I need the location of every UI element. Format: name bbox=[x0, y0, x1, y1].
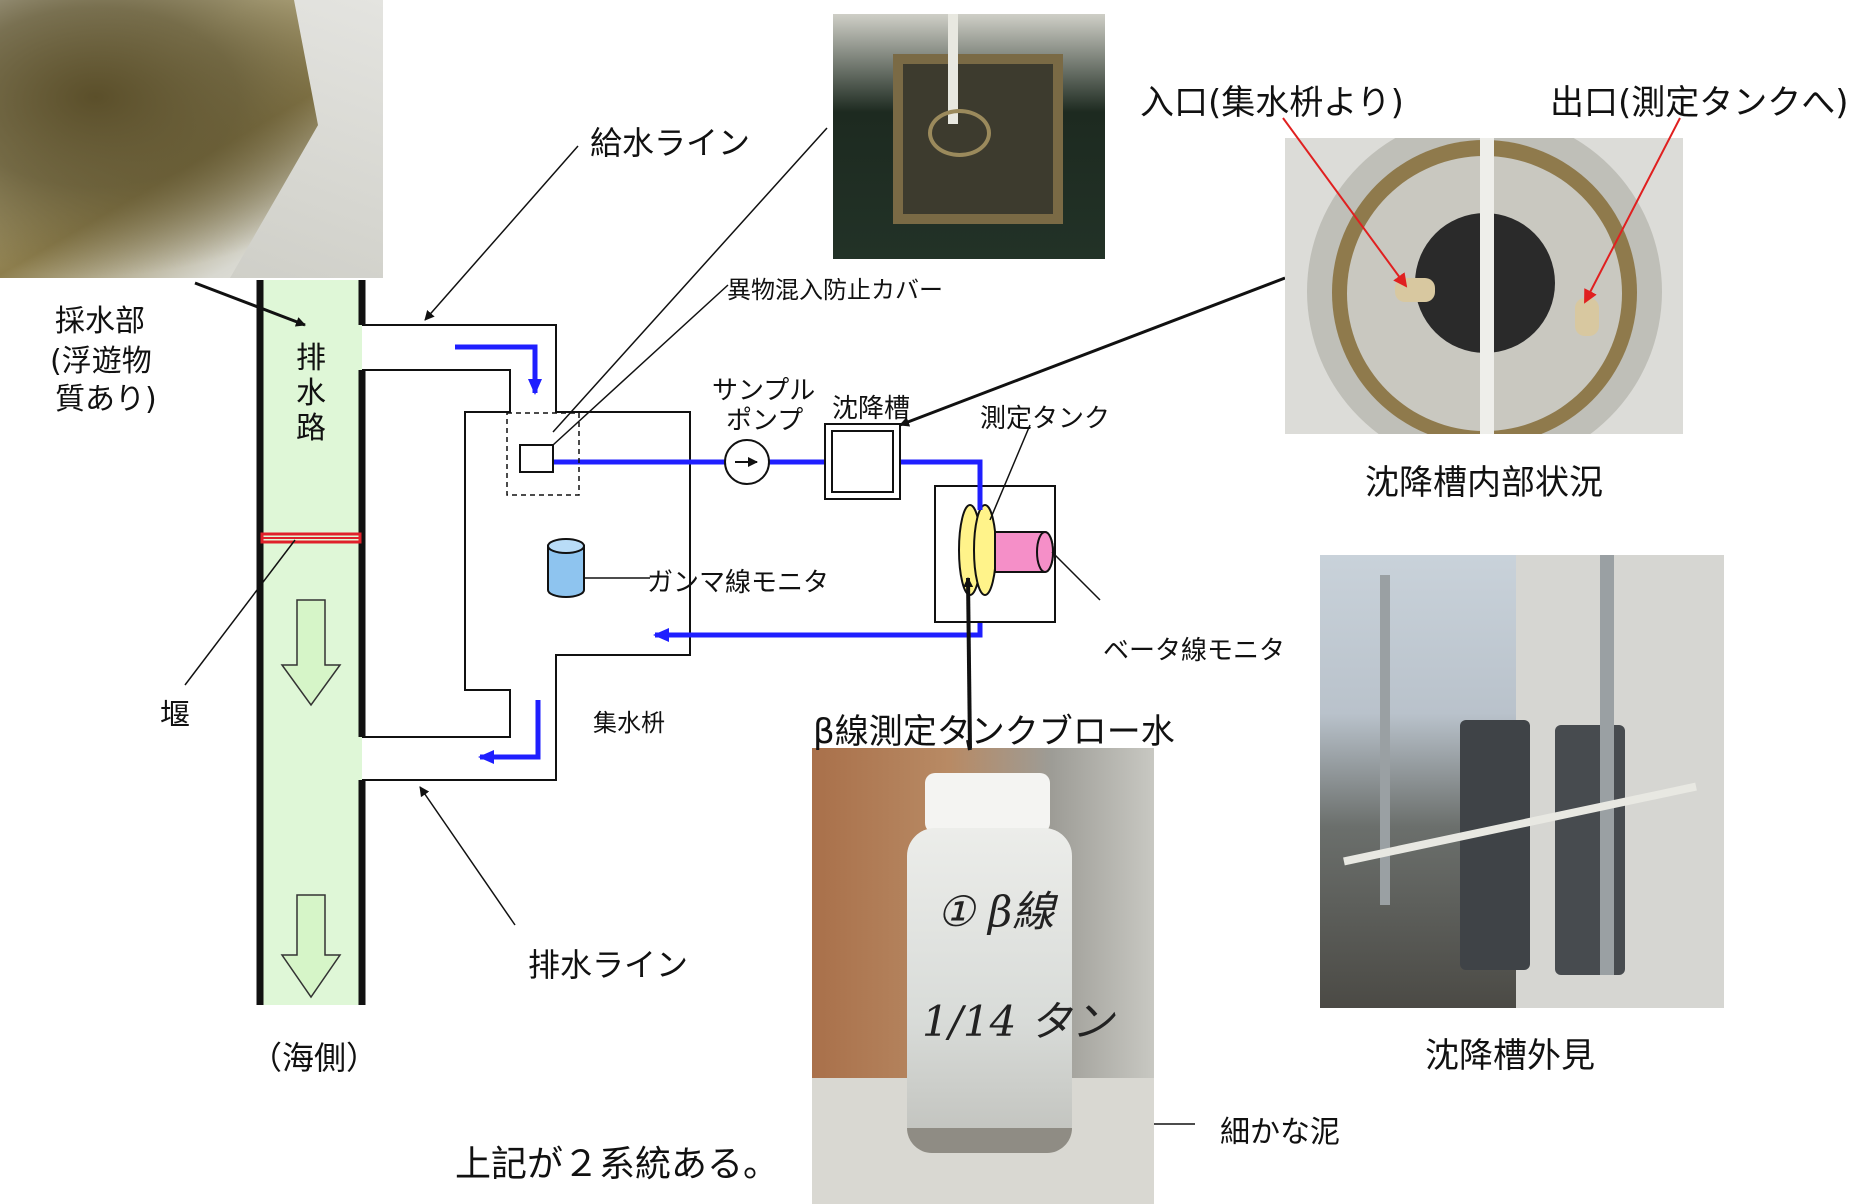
channel-flow-arrow-1 bbox=[280, 599, 342, 707]
channel-flow-arrow-2 bbox=[280, 894, 342, 999]
supply-line-label: 給水ライン bbox=[590, 124, 751, 162]
settling-tank bbox=[824, 423, 901, 500]
measure-tank-leader bbox=[989, 424, 1031, 521]
sea-side-label: （海側） bbox=[250, 1039, 379, 1077]
settling-inside-photo bbox=[1285, 138, 1683, 434]
outlet-label: 出口(測定タンクへ) bbox=[1550, 83, 1849, 123]
settling-photo-leader bbox=[899, 276, 1286, 427]
sampling-note-2: 質あり) bbox=[55, 382, 157, 417]
cover-label: 異物混入防止カバー bbox=[727, 276, 943, 304]
gamma-monitor-top bbox=[547, 538, 585, 554]
blow-water-leader bbox=[963, 577, 974, 751]
gamma-monitor bbox=[547, 545, 585, 598]
measure-tank-label: 測定タンク bbox=[980, 404, 1111, 434]
drain-channel-char-2: 水 bbox=[296, 376, 326, 411]
cover-leader-1 bbox=[552, 127, 828, 433]
sampling-photo bbox=[0, 0, 383, 278]
beta-blow-water-label: β線測定タンクブロー水 bbox=[813, 712, 1175, 752]
weir-label: 堰 bbox=[160, 698, 190, 733]
drain-line-label: 排水ライン bbox=[528, 946, 689, 984]
fine-mud-label: 細かな泥 bbox=[1220, 1115, 1340, 1150]
collection-pit-label: 集水枡 bbox=[593, 709, 665, 737]
intake-box bbox=[519, 444, 554, 473]
drain-channel-char-1: 排 bbox=[296, 341, 326, 376]
settling-tank-inner bbox=[831, 430, 894, 493]
cover-leader-2 bbox=[552, 284, 729, 446]
inlet-label: 入口(集水枡より) bbox=[1140, 83, 1404, 123]
two-systems-label: 上記が２系統ある。 bbox=[455, 1144, 780, 1185]
supply-flow bbox=[455, 344, 542, 395]
weir-leader bbox=[184, 539, 296, 686]
gamma-monitor-label: ガンマ線モニタ bbox=[647, 568, 830, 598]
sampling-note-1: (浮遊物 bbox=[50, 344, 152, 379]
inlet-pointer bbox=[1282, 117, 1408, 288]
drain-flow bbox=[478, 700, 541, 764]
supply-pipe-outline-top bbox=[362, 324, 691, 781]
sampling-leader bbox=[194, 281, 306, 327]
drain-channel-char-3: 路 bbox=[296, 411, 326, 446]
bottle-photo: ① β線 1/14 タン bbox=[812, 748, 1154, 1204]
outlet-pointer bbox=[1584, 117, 1681, 304]
bottle-handwriting-2: 1/14 タン bbox=[922, 997, 1114, 1046]
settling-tank-label: 沈降槽 bbox=[832, 394, 911, 424]
supply-line-leader bbox=[424, 145, 579, 321]
drain-line-leader bbox=[419, 786, 516, 926]
beta-monitor-label: ベータ線モニタ bbox=[1103, 636, 1286, 666]
pipe-inner-outline bbox=[362, 369, 511, 738]
beta-monitor-leader bbox=[1051, 551, 1101, 601]
blow-water-pointer-over-photo bbox=[966, 739, 972, 751]
settling-outside-caption: 沈降槽外見 bbox=[1425, 1036, 1595, 1076]
sample-pump-label-1: サンプル bbox=[712, 376, 816, 406]
settling-inside-caption: 沈降槽内部状況 bbox=[1365, 463, 1603, 503]
cover-photo bbox=[833, 14, 1105, 259]
bottle-handwriting-1: ① β線 bbox=[937, 887, 1055, 936]
settling-outside-photo bbox=[1320, 555, 1724, 1008]
foreign-matter-cover bbox=[506, 412, 580, 496]
sample-pump-label-2: ポンプ bbox=[726, 406, 804, 436]
sampling-part-label: 採水部 bbox=[55, 304, 145, 339]
